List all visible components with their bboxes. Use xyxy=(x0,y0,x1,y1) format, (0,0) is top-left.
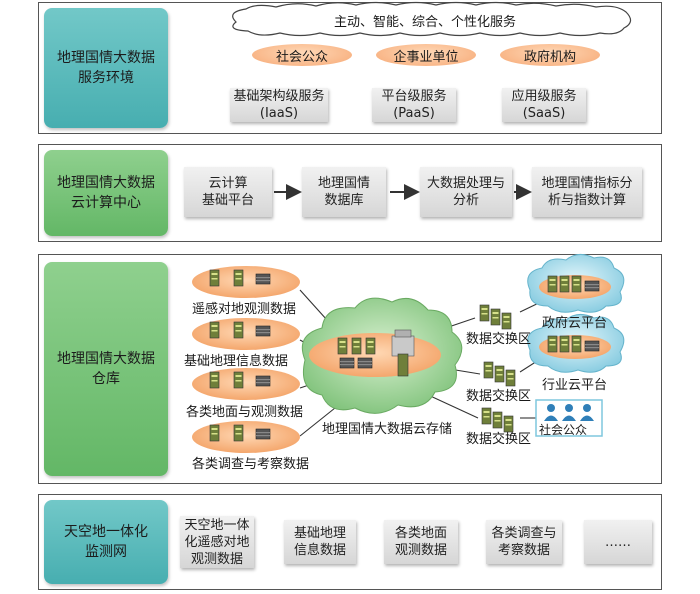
step-3-line1: 大数据处理与 xyxy=(426,176,505,191)
step-processing: 大数据处理与 分析 xyxy=(420,167,512,217)
monitor-item-ground: 各类地面 观测数据 xyxy=(384,520,458,564)
paas-line1: 平台级服务 xyxy=(381,89,447,104)
m1-line1: 天空地一体 xyxy=(184,517,250,533)
monitor-side-label: 天空地一体化监测网 xyxy=(44,500,168,584)
user-oval-government: 政府机构 xyxy=(500,44,600,66)
people-icons xyxy=(544,404,594,421)
iaas-line1: 基础架构级服务 xyxy=(233,89,325,104)
source-label-ground-observation: 各类地面与观测数据 xyxy=(186,405,304,420)
exchange-label-3: 数据交换区 xyxy=(466,432,532,447)
m2-line1: 基础地理 xyxy=(293,526,346,541)
storage-label: 地理国情大数据云存储 xyxy=(322,422,453,437)
step-4-line1: 地理国情指标分 xyxy=(541,176,633,191)
monitor-side-line1: 天空地一体化 xyxy=(64,524,148,540)
m4-line2: 考察数据 xyxy=(497,543,550,558)
public-label: 社会公众 xyxy=(539,423,588,437)
service-cloud-text: 主动、智能、综合、个性化服务 xyxy=(334,15,517,30)
step-3-line2: 分析 xyxy=(452,193,479,208)
step-1-line2: 基础平台 xyxy=(201,193,254,208)
service-side-label: 地理国情大数据服务环境 xyxy=(44,8,168,128)
step-cloud-platform: 云计算 基础平台 xyxy=(184,167,272,217)
step-1-line1: 云计算 xyxy=(208,176,248,191)
step-database: 地理国情 数据库 xyxy=(302,167,386,217)
center-side-label: 地理国情大数据云计算中心 xyxy=(44,150,168,236)
saas-line1: 应用级服务 xyxy=(511,89,577,104)
service-level-paas: 平台级服务 (PaaS) xyxy=(372,88,456,122)
warehouse-side-line2: 仓库 xyxy=(92,371,120,387)
iaas-line2: (IaaS) xyxy=(259,106,299,121)
m5-line1: …… xyxy=(605,534,631,550)
gov-cloud-label: 政府云平台 xyxy=(542,316,608,331)
exchange-label-1: 数据交换区 xyxy=(466,332,532,347)
step-2-line2: 数据库 xyxy=(324,193,364,208)
service-side-line2: 服务环境 xyxy=(78,70,134,86)
m3-line1: 各类地面 xyxy=(394,526,447,541)
saas-line2: (SaaS) xyxy=(522,106,566,121)
m3-line2: 观测数据 xyxy=(394,543,447,558)
source-label-basic-geo: 基础地理信息数据 xyxy=(184,354,289,369)
industry-cloud-label: 行业云平台 xyxy=(542,378,608,393)
paas-line2: (PaaS) xyxy=(393,106,435,121)
step-4-line2: 析与指数计算 xyxy=(547,193,626,208)
warehouse-side-label: 地理国情大数据仓库 xyxy=(44,262,168,476)
exchange-server-icons xyxy=(479,304,516,433)
monitor-side-line2: 监测网 xyxy=(85,544,127,560)
monitor-item-survey: 各类调查与 考察数据 xyxy=(486,520,562,564)
monitor-item-more: …… xyxy=(584,520,652,564)
storage-server-icons xyxy=(337,329,415,377)
exchange-label-2: 数据交换区 xyxy=(466,389,532,404)
m1-line2: 化遥感对地 xyxy=(184,534,250,550)
m4-line1: 各类调查与 xyxy=(491,526,557,541)
user-oval-public: 社会公众 xyxy=(252,44,352,66)
center-side-line2: 云计算中心 xyxy=(71,195,141,211)
monitor-item-basic-geo: 基础地理 信息数据 xyxy=(284,520,356,564)
service-level-iaas: 基础架构级服务 (IaaS) xyxy=(230,88,328,122)
service-level-saas: 应用级服务 (SaaS) xyxy=(502,88,586,122)
source-label-survey: 各类调查与考察数据 xyxy=(192,457,310,472)
monitor-item-remote-sensing: 天空地一体 化遥感对地 观测数据 xyxy=(180,516,254,568)
warehouse-side-line1: 地理国情大数据 xyxy=(57,351,155,367)
m1-line3: 观测数据 xyxy=(190,551,243,567)
center-side-line1: 地理国情大数据 xyxy=(57,175,155,191)
m2-line2: 信息数据 xyxy=(293,543,346,558)
step-2-line1: 地理国情 xyxy=(317,176,370,191)
user-oval-enterprise: 企事业单位 xyxy=(376,44,476,66)
step-index: 地理国情指标分 析与指数计算 xyxy=(532,167,642,217)
service-side-line1: 地理国情大数据 xyxy=(57,50,155,66)
source-label-remote-sensing: 遥感对地观测数据 xyxy=(192,302,297,317)
